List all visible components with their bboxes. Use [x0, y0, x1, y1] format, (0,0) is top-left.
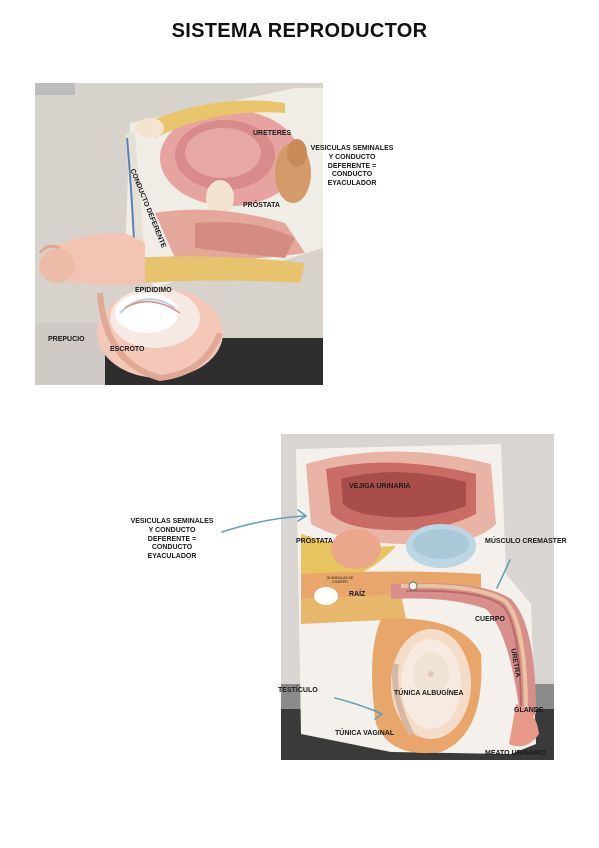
label-line: CONDUCTO	[151, 544, 193, 552]
label-vesiculas-fig2: VESICULAS SEMINALES Y CONDUCTO DEFERENTE…	[122, 518, 222, 562]
label-line: Y CONDUCTO	[328, 153, 376, 161]
label-glande: GLANDE	[514, 707, 544, 714]
label-meato-urinario: MEATO URINARIO	[485, 750, 547, 757]
label-line: COWPER	[332, 580, 348, 585]
anatomical-model-side-view	[35, 83, 323, 385]
page-title: SISTEMA REPRODUCTOR	[171, 20, 428, 42]
label-line: DEFERENTE =	[147, 535, 197, 543]
figure-2-photo	[281, 434, 554, 760]
label-line: CONDUCTO	[331, 171, 373, 179]
label-prostata-fig1: PRÓSTATA	[243, 202, 280, 209]
label-line: EYACULADOR	[147, 553, 197, 560]
label-glandulas-cowper: GLÁNDULAS DE COWPER	[325, 576, 355, 585]
label-cuerpo: CUERPO	[475, 616, 505, 623]
label-ureteres: URETERES	[253, 130, 292, 137]
label-prepucio: PREPUCIO	[48, 336, 85, 343]
label-line: VESICULAS SEMINALES	[310, 145, 394, 152]
label-raiz: RAÍZ	[349, 591, 366, 598]
label-prostata-fig2: PRÓSTATA	[296, 538, 333, 545]
label-line: VESICULAS SEMINALES	[130, 518, 214, 525]
label-line: Y CONDUCTO	[148, 526, 196, 534]
label-escroto: ESCROTO	[110, 346, 145, 353]
label-vejiga-urinaria: VEJIGA URINARIA	[349, 483, 411, 490]
label-line: DEFERENTE =	[327, 162, 377, 170]
label-vesiculas-fig1: VESICULAS SEMINALES Y CONDUCTO DEFERENTE…	[308, 145, 396, 189]
figure-1-photo	[35, 83, 323, 385]
anatomical-model-section-view	[281, 434, 554, 760]
label-line: GLÁNDULAS DE	[326, 576, 354, 580]
label-epididimo: EPIDIDIMO	[135, 287, 172, 294]
label-line: EYACULADOR	[327, 180, 377, 187]
label-tunica-vaginal: TÚNICA VAGINAL	[335, 730, 395, 737]
label-tunica-albuginea: TÚNICA ALBUGÍNEA	[394, 690, 464, 697]
label-testiculo: TESTÍCULO	[278, 687, 318, 694]
label-musculo-cremaster: MÚSCULO CREMASTER	[485, 538, 567, 545]
